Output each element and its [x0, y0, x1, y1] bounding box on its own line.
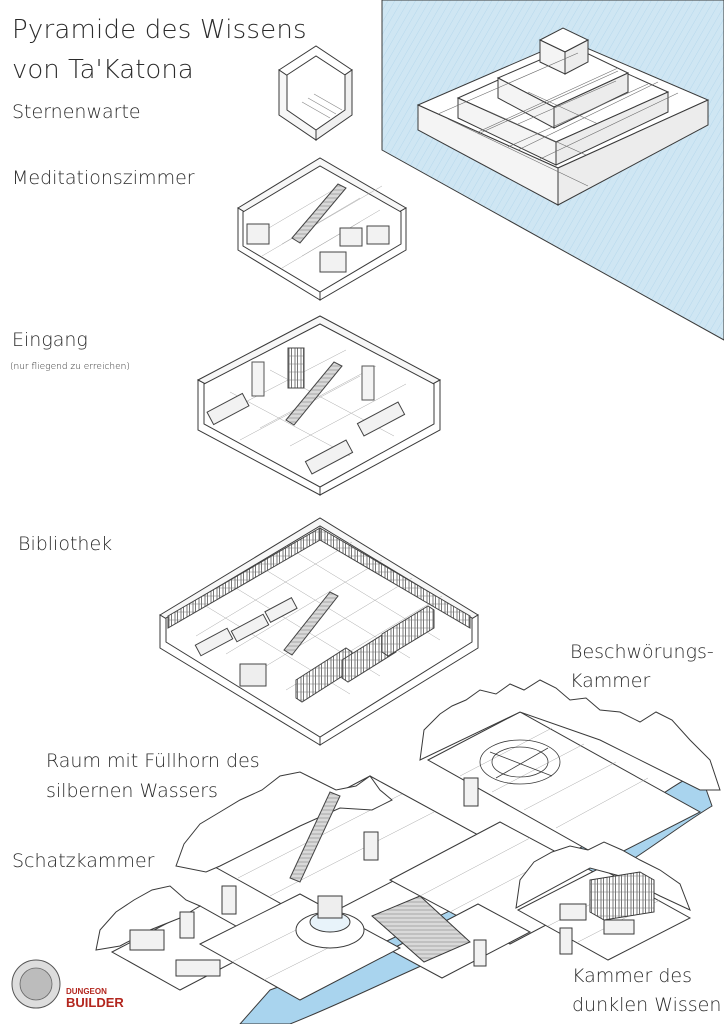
- room-meditation: [237, 157, 407, 301]
- dark-chamber-furniture: [559, 871, 655, 935]
- room-bibliothek: [159, 517, 479, 746]
- label-beschwoerung-line2: Kammer: [570, 670, 651, 692]
- bridge: [371, 895, 471, 963]
- label-bibliothek: Bibliothek: [18, 533, 113, 555]
- label-kammer-line1: Kammer des: [572, 965, 692, 987]
- author-logo: [11, 959, 61, 1009]
- summoning-circle: [479, 739, 561, 785]
- logo-builder-text: BUILDER: [66, 995, 124, 1010]
- room-sternenwarte: [278, 45, 353, 141]
- label-sternenwarte: Sternenwarte: [12, 101, 141, 123]
- room-eingang: [196, 315, 442, 496]
- map-subtitle: von Ta'Katona: [12, 55, 194, 85]
- stairs-lower: [289, 791, 341, 883]
- label-eingang-note: (nur fliegend zu erreichen): [10, 362, 130, 372]
- fountain: [295, 895, 365, 949]
- treasure-items: [129, 929, 221, 977]
- pyramid-overview: [416, 27, 710, 206]
- label-meditation: Meditationszimmer: [12, 167, 195, 189]
- label-schatzkammer: Schatzkammer: [12, 850, 155, 872]
- label-raum-line1: Raum mit Füllhorn des: [46, 750, 260, 772]
- label-raum-line2: silbernen Wassers: [46, 780, 218, 802]
- map-title: Pyramide des Wissens: [12, 15, 307, 45]
- label-kammer-line2: dunklen Wissen: [572, 994, 722, 1016]
- label-eingang: Eingang: [12, 329, 88, 351]
- doors: [179, 777, 573, 967]
- logo-dungeon-text: DUNGEON: [66, 987, 107, 996]
- label-beschwoerung-line1: Beschwörungs-: [570, 641, 714, 663]
